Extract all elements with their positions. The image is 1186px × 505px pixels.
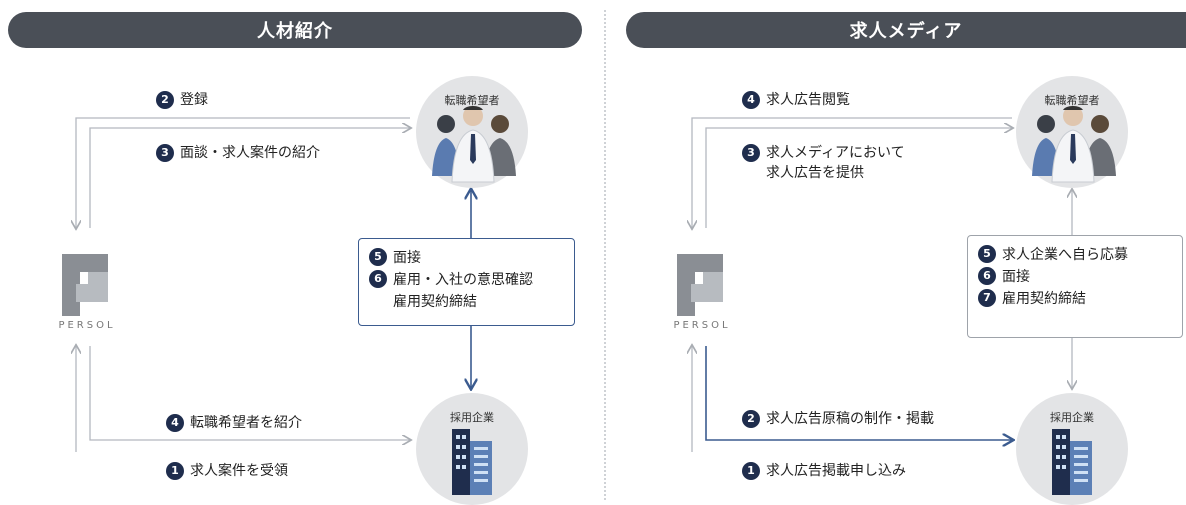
job-seeker-circle-right: 転職希望者 <box>1016 76 1128 188</box>
right-step-provide-ad: 3 求人メディアにおいて 求人広告を提供 <box>742 143 905 183</box>
step-label: 求人広告掲載申し込み <box>766 463 906 479</box>
left-step-introduce-seeker: 4 転職希望者を紹介 <box>166 413 302 433</box>
step-label: 面談・求人案件の紹介 <box>180 145 320 161</box>
right-panel-header: 求人メディア <box>626 12 1186 48</box>
step-number: 3 <box>742 144 760 162</box>
step-number: 1 <box>166 462 184 480</box>
step-label: 求人広告閲覧 <box>766 92 850 108</box>
step-number: 7 <box>978 289 996 307</box>
right-step-produce-ad: 2 求人広告原稿の制作・掲載 <box>742 409 934 429</box>
step-label: 登録 <box>180 92 208 108</box>
left-step-interview-intro: 3 面談・求人案件の紹介 <box>156 143 320 163</box>
persol-logo-left: PERSOL <box>52 252 122 342</box>
box-line-text: 面接 <box>1002 269 1030 285</box>
persol-logo-right: PERSOL <box>667 252 737 342</box>
step-label-line2: 求人広告を提供 <box>766 165 864 181</box>
box-line-text: 雇用・入社の意思確認 <box>393 272 533 288</box>
box-line: 5 面接 <box>369 247 564 269</box>
company-title: 採用企業 <box>450 411 494 424</box>
box-line: 7 雇用契約締結 <box>978 288 1172 310</box>
left-step-register: 2 登録 <box>156 90 208 110</box>
step-number: 3 <box>156 144 174 162</box>
box-line: 雇用契約締結 <box>369 291 564 313</box>
panel-divider <box>604 10 606 500</box>
persol-mark-icon <box>62 254 108 316</box>
people-icon <box>1032 105 1116 183</box>
step-label-group: 求人メディアにおいて 求人広告を提供 <box>766 143 905 183</box>
box-line: 6 雇用・入社の意思確認 <box>369 269 564 291</box>
box-line: 6 面接 <box>978 266 1172 288</box>
box-line-text: 求人企業へ自ら応募 <box>1002 247 1128 263</box>
step-number: 2 <box>742 410 760 428</box>
left-flow-lines <box>76 117 410 452</box>
right-process-box: 5 求人企業へ自ら応募 6 面接 7 雇用契約締結 <box>967 235 1183 338</box>
step-number: 2 <box>156 91 174 109</box>
step-label: 求人広告原稿の制作・掲載 <box>766 411 934 427</box>
job-seeker-title: 転職希望者 <box>444 94 500 107</box>
step-label: 求人案件を受領 <box>190 463 288 479</box>
building-icon <box>1052 429 1092 495</box>
step-number: 6 <box>978 267 996 285</box>
box-line: 5 求人企業へ自ら応募 <box>978 244 1172 266</box>
box-line-text: 面接 <box>393 250 421 266</box>
left-step-receive-job: 1 求人案件を受領 <box>166 461 288 481</box>
left-panel-header: 人材紹介 <box>8 12 582 48</box>
step-number: 6 <box>369 270 387 288</box>
job-seeker-title: 転職希望者 <box>1044 94 1100 107</box>
left-process-box: 5 面接 6 雇用・入社の意思確認 雇用契約締結 <box>358 238 575 326</box>
right-dark-flow <box>705 346 1012 440</box>
right-step-apply-ad: 1 求人広告掲載申し込み <box>742 461 906 481</box>
step-number: 4 <box>166 414 184 432</box>
persol-mark-icon <box>677 254 723 316</box>
step-number: 1 <box>742 462 760 480</box>
right-flow-lines <box>692 117 1072 452</box>
step-number: 5 <box>369 248 387 266</box>
people-icon <box>432 105 516 183</box>
step-label: 求人メディアにおいて <box>766 145 905 161</box>
building-icon <box>452 429 492 495</box>
right-step-view-ad: 4 求人広告閲覧 <box>742 90 850 110</box>
job-seeker-circle-left: 転職希望者 <box>416 76 528 188</box>
company-circle-right: 採用企業 <box>1016 393 1128 505</box>
box-line-text: 雇用契約締結 <box>1002 291 1086 307</box>
company-title: 採用企業 <box>1050 411 1094 424</box>
step-label: 転職希望者を紹介 <box>190 415 302 431</box>
step-number: 5 <box>978 245 996 263</box>
box-line-text: 雇用契約締結 <box>393 294 477 310</box>
company-circle-left: 採用企業 <box>416 393 528 505</box>
step-number: 4 <box>742 91 760 109</box>
